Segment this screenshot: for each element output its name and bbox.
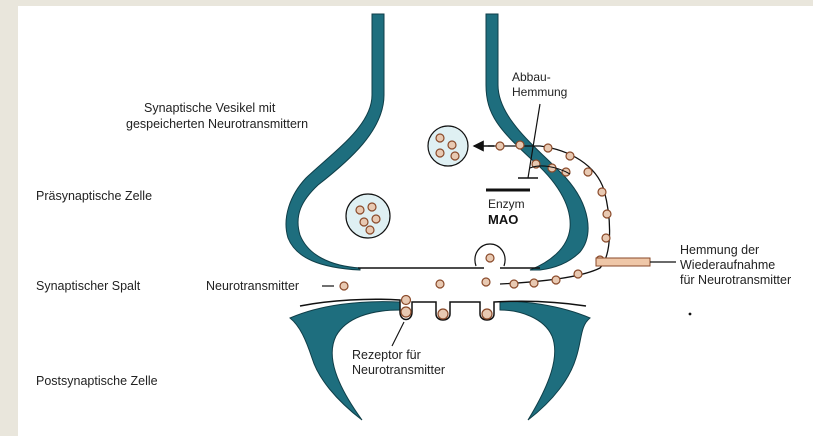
- label-wiederaufnahme-3: für Neurotransmitter: [680, 273, 791, 287]
- label-postsynaptisch: Postsynaptische Zelle: [36, 374, 158, 388]
- postsynaptic-membrane-right: [500, 302, 590, 420]
- cleft-transmitters: [340, 278, 490, 290]
- label-abbau-1: Abbau-: [512, 70, 551, 84]
- label-abbau-2: Hemmung: [512, 85, 567, 99]
- label-wiederaufnahme-1: Hemmung der: [680, 243, 759, 257]
- label-wiederaufnahme-2: Wiederaufnahme: [680, 258, 775, 272]
- receptor-transmitter: [401, 307, 411, 317]
- label-spalt: Synaptischer Spalt: [36, 279, 141, 293]
- label-neurotransmitter: Neurotransmitter: [206, 279, 299, 293]
- receptor-transmitter: [482, 309, 492, 319]
- reuptake-inhibitor-bar: [596, 258, 650, 266]
- label-mao: MAO: [488, 212, 518, 227]
- label-vesikel-1: Synaptische Vesikel mit: [144, 101, 276, 115]
- receptor-transmitter: [438, 309, 448, 319]
- label-rezeptor-1: Rezeptor für: [352, 348, 421, 362]
- label-vesikel-2: gespeicherten Neurotransmittern: [126, 117, 308, 131]
- label-praesynaptisch: Präsynaptische Zelle: [36, 189, 152, 203]
- vesicle-left: [346, 194, 390, 238]
- label-rezeptor-2: Neurotransmitter: [352, 363, 445, 377]
- bound-transmitter: [402, 296, 411, 305]
- receptor-pointer: [392, 322, 404, 346]
- stray-dot: [689, 313, 692, 316]
- label-enzym: Enzym: [488, 197, 525, 211]
- receptor-sites: [401, 296, 492, 320]
- vesicle-upper: [428, 126, 468, 166]
- vesicle-fusing: [475, 244, 505, 266]
